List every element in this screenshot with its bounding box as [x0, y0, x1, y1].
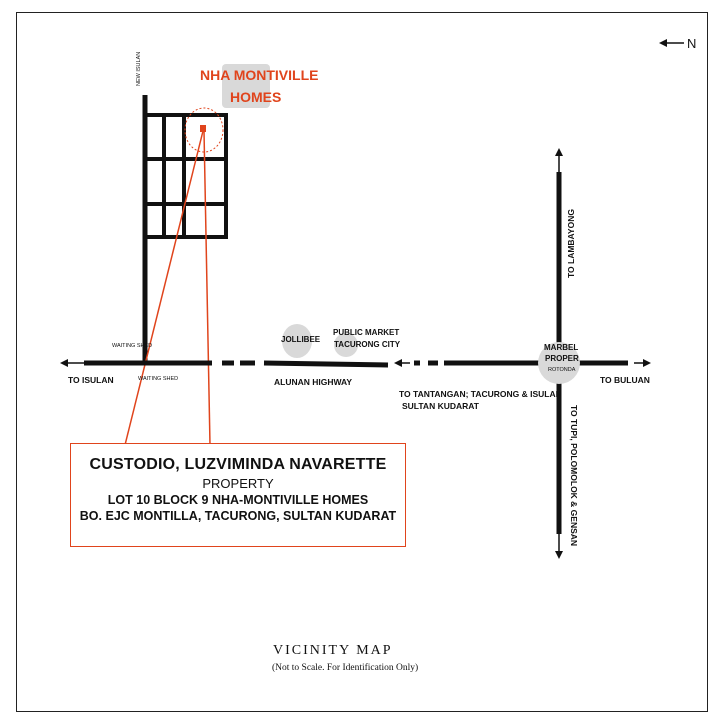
public-market-marker: [334, 333, 358, 357]
property-type: PROPERTY: [202, 476, 274, 491]
marbel-label: MARBEL: [544, 343, 578, 352]
map-frame: [16, 12, 708, 712]
to-lambayong-label: TO LAMBAYONG: [566, 209, 576, 278]
rotonda-marker: [538, 342, 580, 384]
subdivision-label-bg: [222, 64, 270, 108]
to-tantangan-label-1: TO TANTANGAN; TACURONG & ISULAN: [399, 389, 562, 399]
map-subtitle: (Not to Scale. For Identification Only): [272, 662, 418, 673]
new-isulan-label: NEW ISULAN: [136, 52, 142, 86]
tacurong-city-label: TACURONG CITY: [334, 340, 401, 349]
waiting-shed-label-2: WAITING SHED: [138, 376, 178, 382]
leader-line-left: [124, 130, 204, 446]
to-tantangan-label-2: SULTAN KUDARAT: [402, 401, 480, 411]
jollibee-label: JOLLIBEE: [281, 335, 321, 344]
property-info-box: CUSTODIO, LUZVIMINDA NAVARETTE PROPERTY …: [70, 443, 406, 547]
alunan-highway: [60, 359, 651, 368]
public-market-label: PUBLIC MARKET: [333, 328, 399, 337]
to-buluan-label: TO BULUAN: [600, 375, 650, 385]
jollibee-marker: [282, 324, 312, 358]
subdivision-grid: [142, 95, 228, 362]
north-label: N: [687, 36, 696, 51]
waiting-shed-label-1: WAITING SHED: [112, 343, 152, 349]
alunan-highway-label: ALUNAN HIGHWAY: [274, 377, 352, 387]
owner-name: CUSTODIO, LUZVIMINDA NAVARETTE: [89, 456, 387, 473]
property-marker-icon: [200, 125, 206, 132]
rotonda-label: ROTONDA: [548, 367, 576, 373]
to-isulan-label: TO ISULAN: [68, 375, 114, 385]
map-title: VICINITY MAP: [273, 643, 393, 658]
subdivision-name-line2: HOMES: [230, 89, 281, 105]
lot-description: LOT 10 BLOCK 9 NHA-MONTIVILLE HOMES: [107, 493, 369, 507]
to-tupi-label: TO TUPI, POLOMOLOK & GENSAN: [569, 405, 579, 546]
subdivision-name-line1: NHA MONTIVILLE: [200, 67, 318, 83]
leader-line-right: [203, 130, 211, 446]
north-arrow-icon: [659, 39, 684, 47]
property-address: BO. EJC MONTILLA, TACURONG, SULTAN KUDAR…: [79, 509, 397, 523]
proper-label: PROPER: [545, 354, 579, 363]
